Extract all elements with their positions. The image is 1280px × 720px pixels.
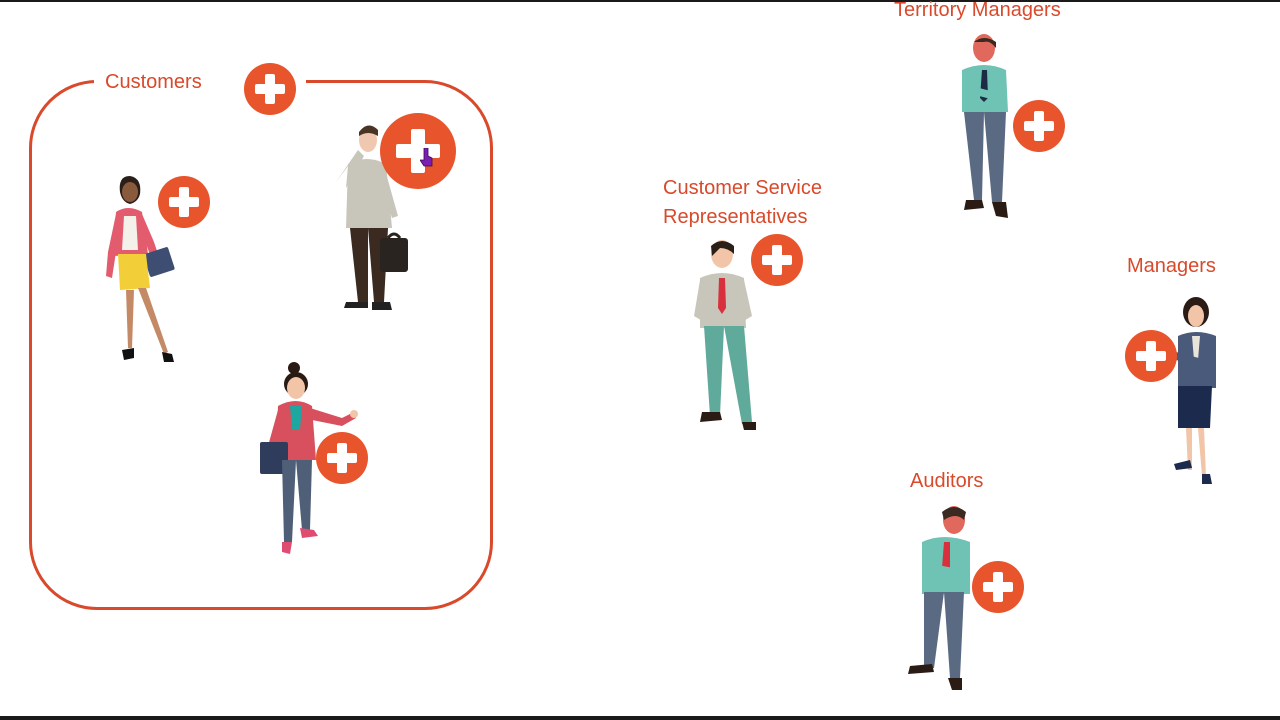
customer-service-rep-figure xyxy=(694,240,756,430)
customer-woman-yellow-figure xyxy=(106,176,175,362)
auditor-figure xyxy=(908,506,970,690)
customer-man-briefcase-figure xyxy=(336,125,408,310)
customer-woman-yellow-add-icon[interactable] xyxy=(158,176,210,228)
customer-man-briefcase-add-icon[interactable] xyxy=(380,113,456,189)
manager-woman-figure xyxy=(1174,297,1216,484)
hand-pointer-icon xyxy=(420,148,433,167)
customer-woman-red-add-icon[interactable] xyxy=(316,432,368,484)
territory-managers-label: Territory Managers xyxy=(894,0,1061,21)
bottom-frame-border xyxy=(0,716,1280,720)
customer-woman-red-figure xyxy=(260,362,358,554)
customer-service-label-line2: Representatives xyxy=(663,206,808,228)
managers-add-icon[interactable] xyxy=(1125,330,1177,382)
territory-manager-figure xyxy=(962,34,1008,218)
territory-managers-add-icon[interactable] xyxy=(1013,100,1065,152)
auditors-add-icon[interactable] xyxy=(972,561,1024,613)
customers-group-add-icon[interactable] xyxy=(244,63,296,115)
managers-label: Managers xyxy=(1127,255,1216,277)
customer-service-add-icon[interactable] xyxy=(751,234,803,286)
top-frame-border xyxy=(0,0,1280,2)
auditors-label: Auditors xyxy=(910,470,984,492)
customer-service-label-line1: Customer Service xyxy=(663,177,822,199)
customers-group-label: Customers xyxy=(105,71,202,93)
